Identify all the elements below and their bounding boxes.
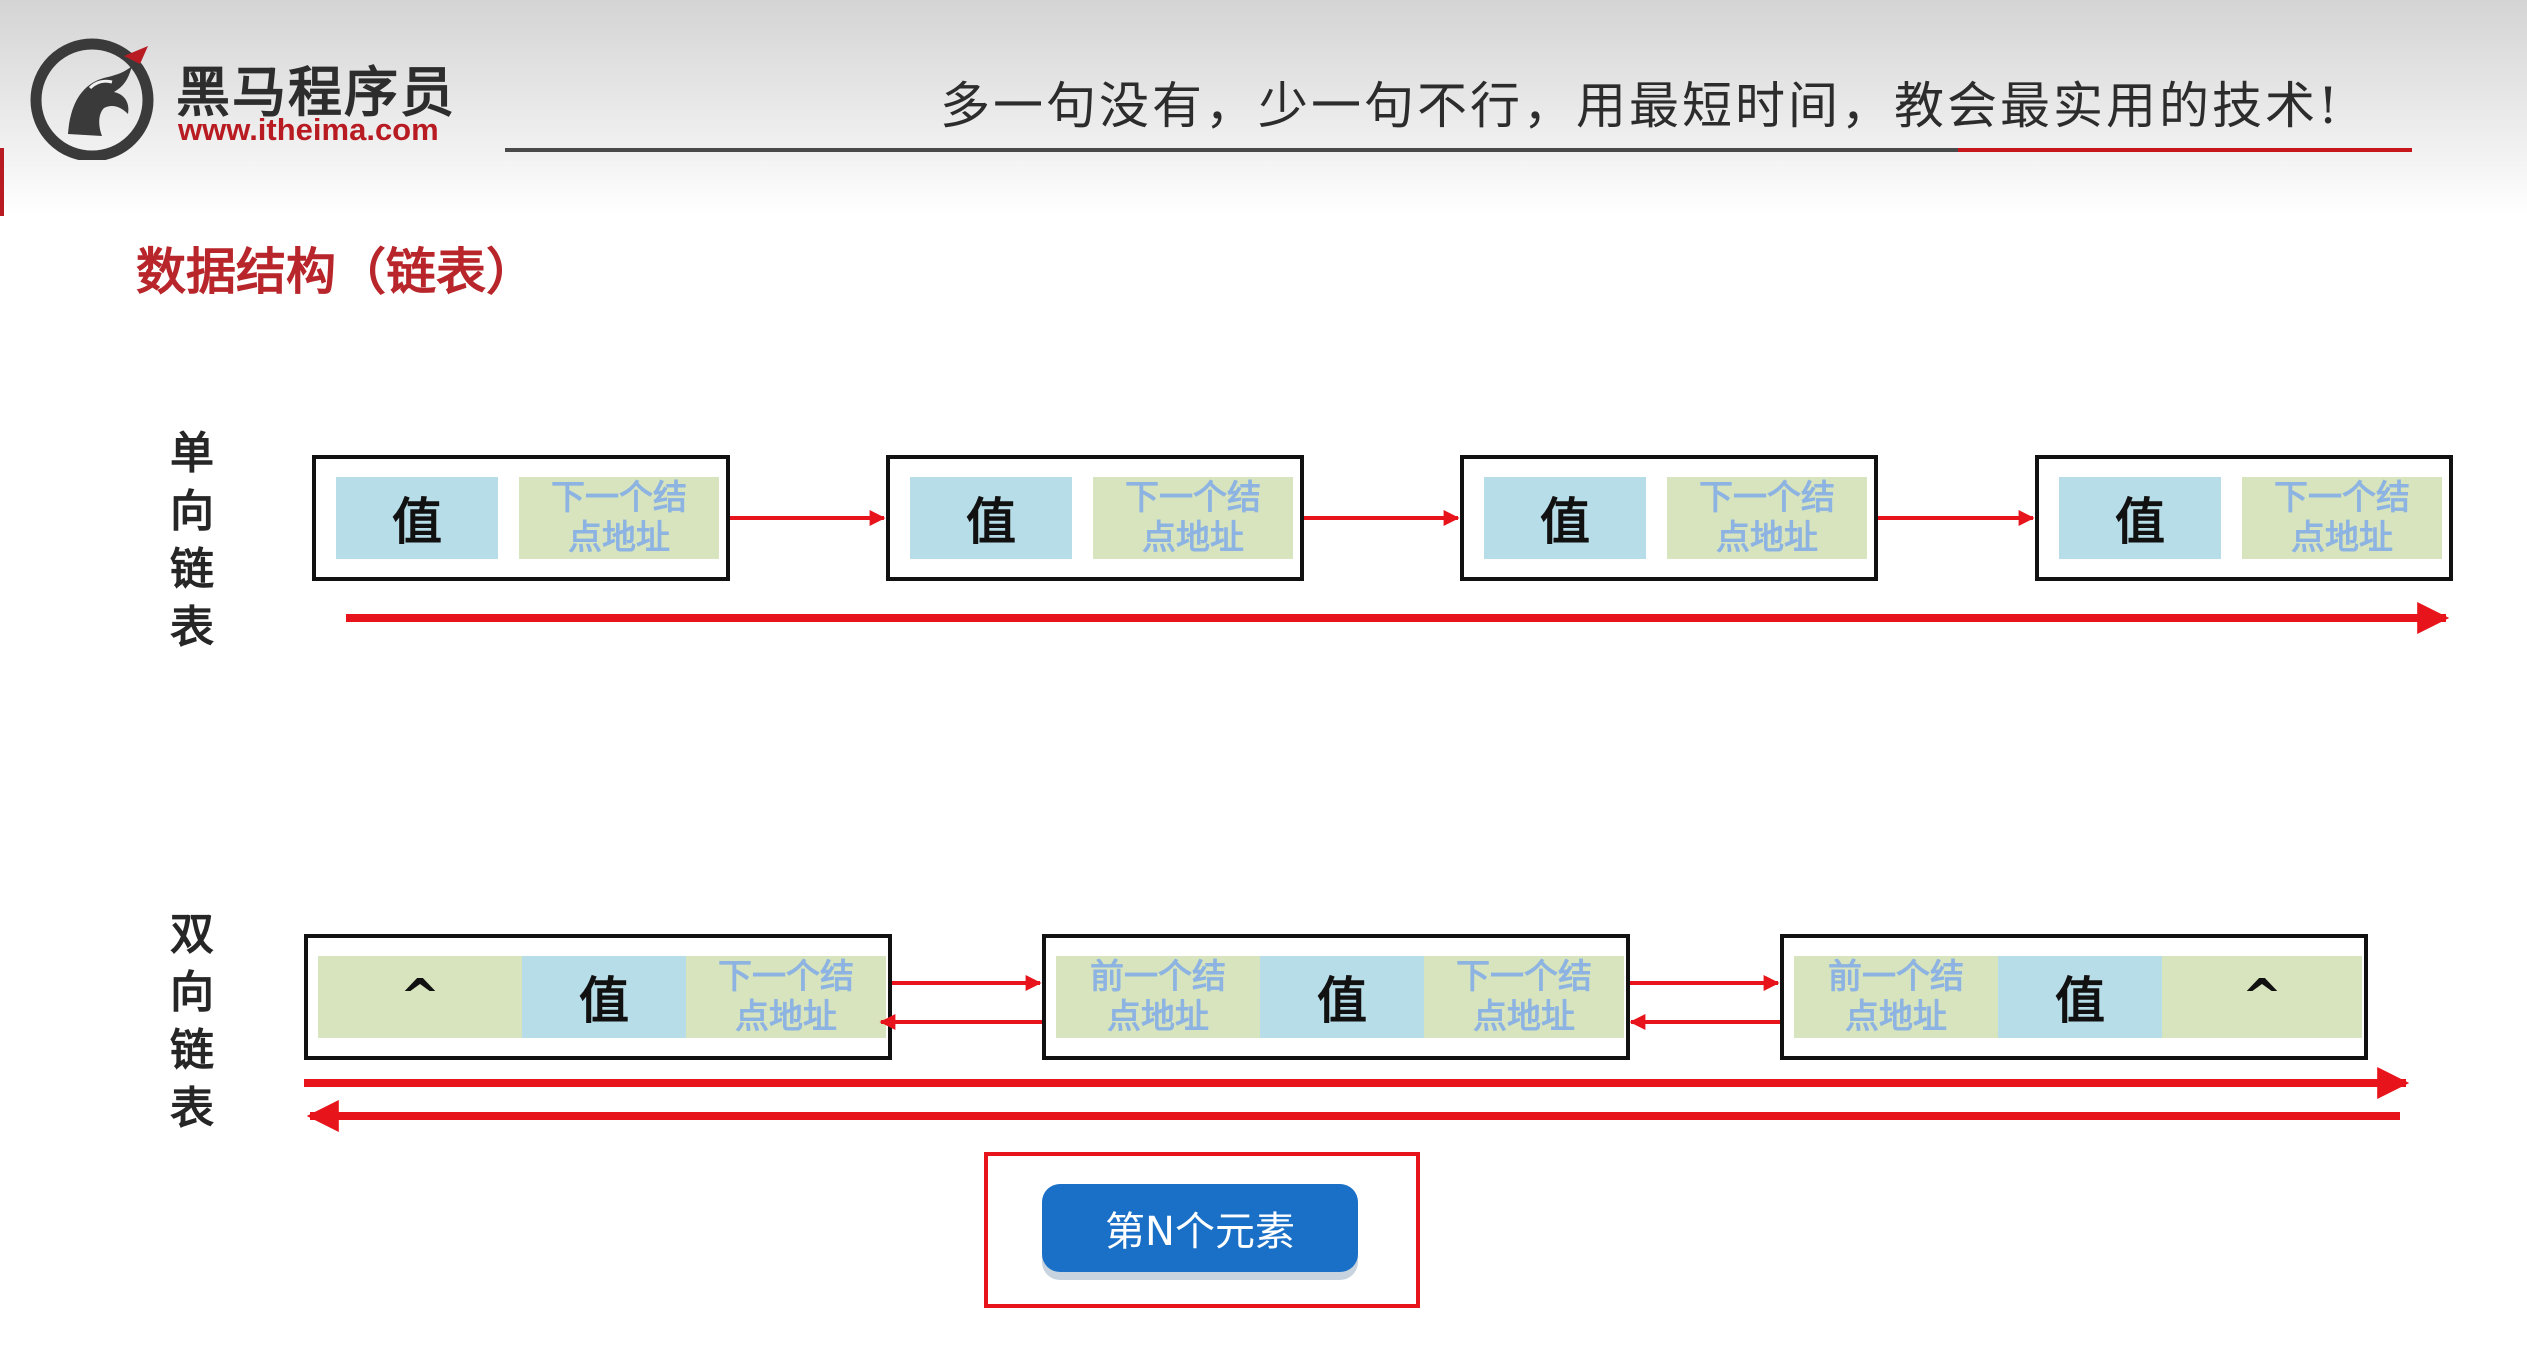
prev-address-cell: 前一个结点地址 xyxy=(1056,956,1260,1038)
singly-linked-list-label: 单 向 链 表 xyxy=(170,428,214,653)
node-value-cell: 值 xyxy=(1998,956,2162,1038)
node-value-cell: 值 xyxy=(910,477,1072,559)
next-address-cell: 下一个结点地址 xyxy=(686,956,886,1038)
singly-node-2: 值 下一个结点地址 xyxy=(886,455,1304,581)
prev-null-cell: ^ xyxy=(318,956,522,1038)
header-divider-accent xyxy=(1958,148,2412,152)
page-title: 数据结构（链表） xyxy=(136,243,536,301)
doubly-linked-list-label: 双 向 链 表 xyxy=(170,909,214,1134)
prev-address-cell: 前一个结点地址 xyxy=(1794,956,1998,1038)
brand-name: 黑马程序员 xyxy=(176,61,456,124)
node-value-cell: 值 xyxy=(1260,956,1424,1038)
node-value-cell: 值 xyxy=(336,477,498,559)
next-address-cell: 下一个结点地址 xyxy=(1424,956,1624,1038)
node-value-cell: 值 xyxy=(2059,477,2221,559)
next-address-cell: 下一个结点地址 xyxy=(1667,477,1867,559)
header-slogan: 多一句没有，少一句不行，用最短时间，教会最实用的技术! xyxy=(940,77,2342,135)
node-value-cell: 值 xyxy=(522,956,686,1038)
singly-node-3: 值 下一个结点地址 xyxy=(1460,455,1878,581)
doubly-node-3: 前一个结点地址 值 ^ xyxy=(1780,934,2368,1060)
doubly-node-1: ^ 值 下一个结点地址 xyxy=(304,934,892,1060)
header-divider xyxy=(505,148,1958,152)
node-value-cell: 值 xyxy=(1484,477,1646,559)
left-accent-bar xyxy=(0,148,4,216)
singly-node-1: 值 下一个结点地址 xyxy=(312,455,730,581)
singly-node-4: 值 下一个结点地址 xyxy=(2035,455,2453,581)
horse-logo-icon xyxy=(30,38,154,160)
next-null-cell: ^ xyxy=(2162,956,2362,1038)
header-background xyxy=(0,0,2527,215)
next-address-cell: 下一个结点地址 xyxy=(1093,477,1293,559)
brand-url: www.itheima.com xyxy=(178,112,439,147)
nth-element-button[interactable]: 第N个元素 xyxy=(1042,1184,1358,1272)
next-address-cell: 下一个结点地址 xyxy=(519,477,719,559)
doubly-node-2: 前一个结点地址 值 下一个结点地址 xyxy=(1042,934,1630,1060)
nth-element-highlight xyxy=(984,1152,1420,1308)
next-address-cell: 下一个结点地址 xyxy=(2242,477,2442,559)
